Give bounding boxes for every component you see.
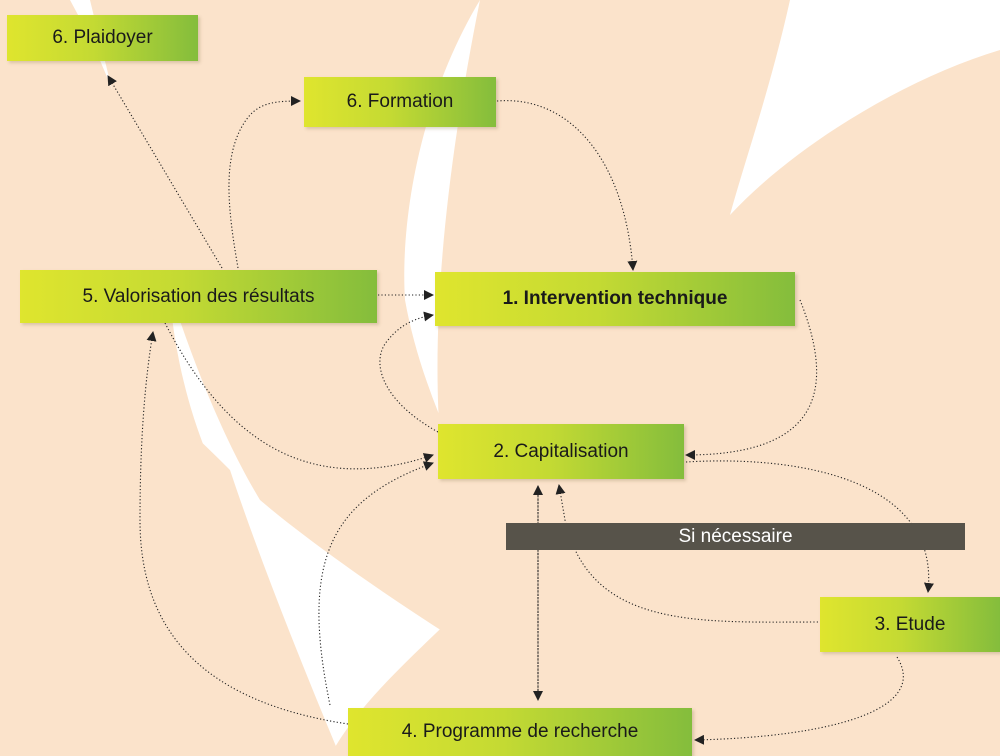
node-formation: 6. Formation [304, 77, 496, 127]
background-petal-left [0, 0, 240, 520]
node-intervention: 1. Intervention technique [435, 272, 795, 326]
arrow-valorisation-to-plaidoyer [107, 75, 223, 269]
arrow-formation-to-intervention [496, 100, 638, 271]
arrow-capitalisation-to-etude [685, 460, 934, 593]
arrow-valorisation-to-formation [228, 96, 301, 269]
node-plaidoyer-label: 6. Plaidoyer [52, 27, 153, 48]
node-capitalisation: 2. Capitalisation [438, 424, 684, 479]
node-formation-label: 6. Formation [346, 91, 454, 112]
node-etude-label: 3. Etude [874, 613, 946, 635]
arrow-programme-to-valorisation [139, 331, 349, 725]
arrow-etude-to-programme [694, 656, 904, 745]
node-valorisation-label: 5. Valorisation des résultats [82, 285, 315, 307]
node-intervention-label: 1. Intervention technique [502, 288, 728, 309]
arrow-intervention-to-capitalisation [685, 299, 818, 460]
node-plaidoyer: 6. Plaidoyer [7, 15, 198, 61]
node-capitalisation-label: 2. Capitalisation [493, 440, 629, 462]
node-valorisation: 5. Valorisation des résultats [20, 270, 377, 323]
node-etude: 3. Etude [820, 597, 1000, 652]
arrow-capitalisation-to-intervention [379, 311, 439, 433]
background-petal-right [330, 0, 1000, 756]
arrow-valorisation-to-capitalisation [164, 322, 434, 470]
condition-banner: Si nécessaire [506, 523, 965, 550]
background-petal-bottom [0, 280, 340, 756]
arrow-etude-to-capitalisation [555, 484, 819, 623]
arrow-programme-to-capitalisation-curve [318, 461, 434, 706]
condition-banner-label: Si nécessaire [678, 525, 793, 547]
node-programme: 4. Programme de recherche [348, 708, 692, 756]
background-petal-center [90, 0, 560, 700]
node-programme-label: 4. Programme de recherche [401, 721, 639, 742]
